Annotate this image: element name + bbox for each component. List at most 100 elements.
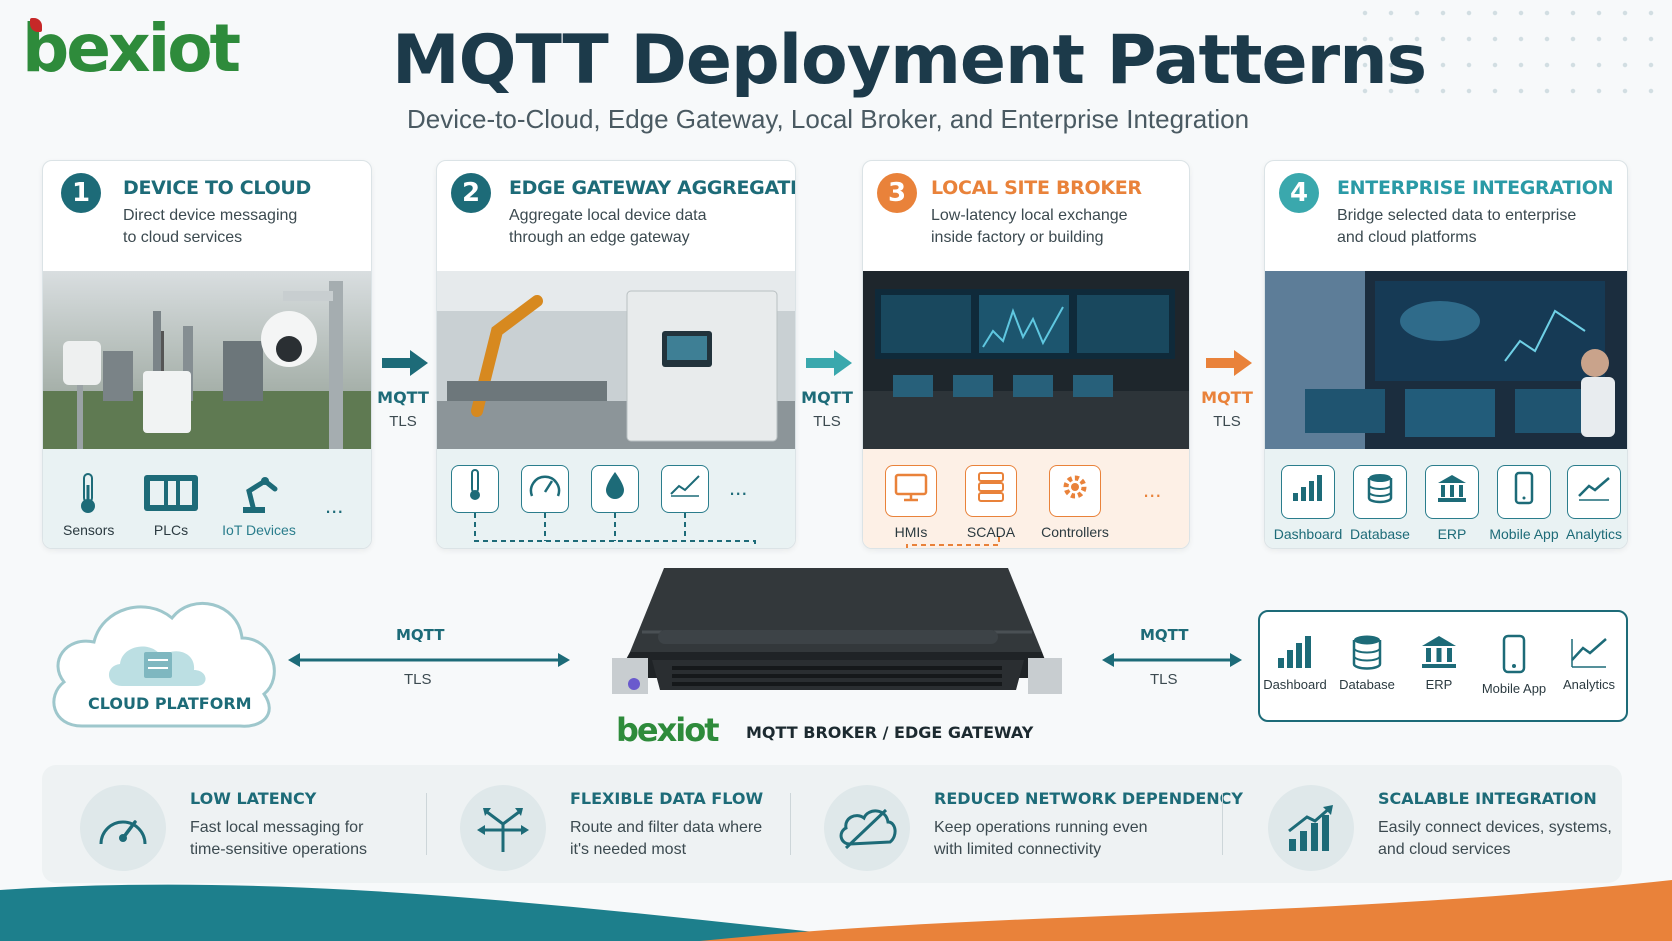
- industrial-site-photo: [43, 271, 371, 449]
- arrow-protocol-label: MQTT: [377, 388, 429, 407]
- mobile-app-item: Mobile App: [1489, 465, 1559, 541]
- left-link-protocol: MQTT: [396, 626, 445, 644]
- bank-icon: [1422, 636, 1456, 668]
- line-chart-icon: [1578, 477, 1610, 501]
- database-icon: [1352, 635, 1382, 670]
- arrow-security-label: TLS: [389, 413, 417, 430]
- arrow-right-icon: [806, 350, 852, 376]
- panel-icon-row: ...: [437, 449, 795, 548]
- target-dashboard: Dashboard: [1262, 634, 1328, 691]
- more-icon: ...: [729, 475, 748, 500]
- hmis-item: HMIs: [881, 465, 941, 539]
- bar-chart-icon: [1278, 636, 1311, 668]
- office-analytics-photo: [1265, 271, 1627, 449]
- arrow-security-label: TLS: [813, 413, 841, 430]
- plcs-item: PLCs: [141, 471, 201, 537]
- plc-icon: [144, 475, 198, 511]
- right-link-security: TLS: [1150, 671, 1178, 688]
- dashboard-item: Dashboard: [1273, 465, 1343, 541]
- bank-icon: [1438, 475, 1466, 502]
- page-subtitle: Device-to-Cloud, Edge Gateway, Local Bro…: [407, 104, 1250, 134]
- broker-logo: bexiot: [616, 711, 719, 749]
- trend-sensor: [661, 465, 709, 521]
- split-arrows-icon: [477, 808, 529, 852]
- erp-item: ERP: [1417, 465, 1487, 541]
- sensors-item: Sensors: [63, 471, 114, 537]
- database-icon: [1367, 474, 1393, 504]
- speedometer-icon: [99, 820, 147, 845]
- arrow-security-label: TLS: [1213, 413, 1241, 430]
- benefit-description: Easily connect devices, systems,and clou…: [1378, 819, 1612, 858]
- more-icon: ...: [1143, 477, 1162, 502]
- cloud-platform-label: CLOUD PLATFORM: [88, 694, 252, 713]
- target-mobile-app: Mobile App: [1476, 634, 1552, 695]
- dashed-connector: [906, 537, 1000, 548]
- arrow-right-icon: [382, 350, 428, 376]
- step-badge-2: 2: [451, 173, 491, 213]
- server-icon: [978, 472, 1004, 502]
- panel-local-site-broker: 3 LOCAL SITE BROKER Low-latency local ex…: [862, 160, 1190, 549]
- pressure-sensor: [521, 465, 569, 521]
- divider: [790, 793, 791, 855]
- enterprise-targets-box: Dashboard Database ERP Mobile App Analyt…: [1258, 610, 1628, 722]
- control-room-photo: [863, 271, 1189, 449]
- thermometer-icon: [470, 469, 480, 500]
- line-chart-icon: [1571, 638, 1607, 668]
- target-database: Database: [1332, 634, 1402, 691]
- cloud-platform: [52, 601, 276, 728]
- step-badge-3: 3: [877, 173, 917, 213]
- analytics-item: Analytics: [1559, 465, 1627, 541]
- iot-devices-item: IoT Devices: [219, 471, 299, 537]
- step-badge-4: 4: [1279, 173, 1319, 213]
- panel-icon-row: Dashboard Database ERP Mobile App Analyt…: [1265, 449, 1627, 548]
- phone-icon: [1514, 471, 1534, 505]
- decorative-wave: [0, 880, 1672, 941]
- divider: [1222, 793, 1223, 855]
- benefit-title: SCALABLE INTEGRATION: [1378, 789, 1597, 808]
- target-erp: ERP: [1406, 634, 1472, 691]
- scada-item: SCADA: [961, 465, 1021, 539]
- bidirectional-arrow-icon: [1102, 653, 1242, 667]
- arrow-protocol-label: MQTT: [801, 388, 853, 407]
- panel-title: LOCAL SITE BROKER: [931, 177, 1142, 199]
- bar-chart-icon: [1293, 475, 1322, 501]
- factory-floor-photo: [437, 271, 795, 449]
- panel-title: DEVICE TO CLOUD: [123, 177, 312, 199]
- broker-appliance: [612, 568, 1062, 694]
- broker-label: MQTT BROKER / EDGE GATEWAY: [746, 723, 1034, 742]
- benefit-title: FLEXIBLE DATA FLOW: [570, 789, 764, 808]
- controllers-item: Controllers: [1035, 465, 1115, 539]
- panel-icon-row: Sensors PLCs IoT Devices ...: [43, 449, 371, 548]
- chart-icon: [670, 475, 700, 497]
- gear-icon: [1063, 475, 1087, 499]
- step-badge-1: 1: [61, 173, 101, 213]
- phone-icon: [1502, 634, 1526, 674]
- target-analytics: Analytics: [1554, 634, 1624, 691]
- panel-icon-row: HMIs SCADA Controllers ...: [863, 449, 1189, 548]
- flow-sensor: [591, 465, 639, 521]
- arrow-right-icon: [1206, 350, 1252, 376]
- bidirectional-arrow-icon: [288, 653, 570, 667]
- panel-enterprise-integration: 4 ENTERPRISE INTEGRATION Bridge selected…: [1264, 160, 1628, 549]
- gauge-icon: [529, 475, 561, 497]
- divider: [426, 793, 427, 855]
- right-link-protocol: MQTT: [1140, 626, 1189, 644]
- robot-arm-icon: [243, 477, 278, 513]
- panel-title: EDGE GATEWAY AGGREGATION: [509, 177, 795, 199]
- database-item: Database: [1345, 465, 1415, 541]
- panel-edge-gateway: 2 EDGE GATEWAY AGGREGATION Aggregate loc…: [436, 160, 796, 549]
- panel-title: ENTERPRISE INTEGRATION: [1337, 177, 1614, 199]
- droplet-icon: [606, 472, 624, 499]
- benefit-title: REDUCED NETWORK DEPENDENCY: [934, 789, 1244, 808]
- benefit-title: LOW LATENCY: [190, 789, 317, 808]
- panel-device-to-cloud: 1 DEVICE TO CLOUD Direct device messagin…: [42, 160, 372, 549]
- cloud-off-icon: [839, 808, 897, 850]
- arrow-protocol-label: MQTT: [1201, 388, 1253, 407]
